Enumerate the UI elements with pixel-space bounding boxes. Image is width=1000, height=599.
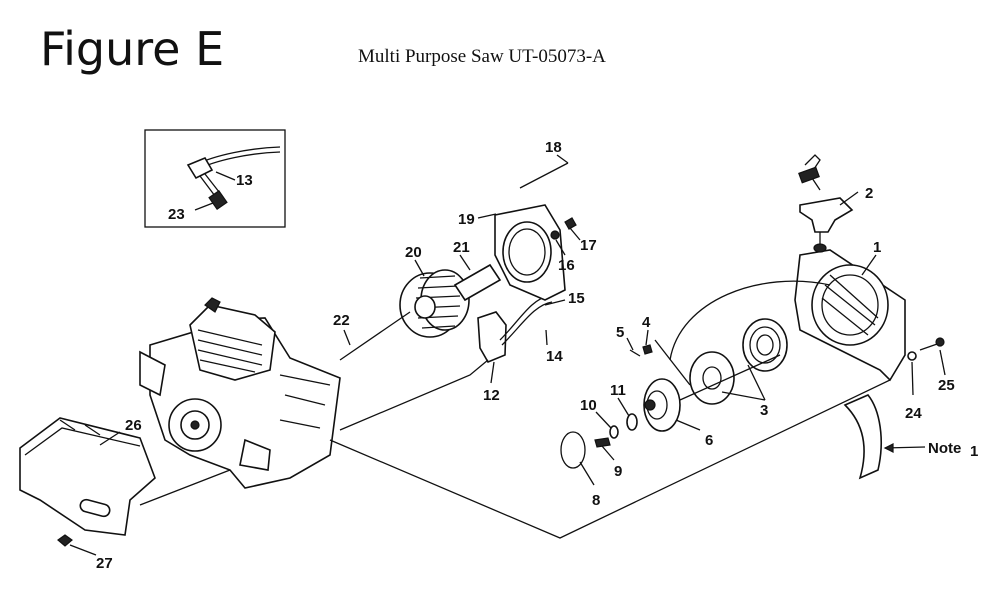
assembly-lines <box>139 311 891 539</box>
note-label: Note <box>928 440 961 457</box>
note-number: 1 <box>970 443 978 460</box>
fan-housing-part <box>494 204 566 301</box>
screw-part-5 <box>629 349 641 357</box>
washer-part-24 <box>907 351 917 361</box>
callout-26: 26 <box>125 417 142 434</box>
callout-9: 9 <box>614 463 622 480</box>
starter-grip-part <box>798 154 854 253</box>
callout-12: 12 <box>483 387 500 404</box>
callout-4: 4 <box>642 314 651 331</box>
callout-labels: 1 2 3 4 5 6 8 9 10 11 12 13 14 15 16 17 … <box>96 139 978 572</box>
callout-21: 21 <box>453 239 470 256</box>
front-guard-part <box>19 417 156 536</box>
ignition-module-part <box>477 294 553 364</box>
diagram-subtitle: Multi Purpose Saw UT-05073-A <box>358 46 606 67</box>
callout-8: 8 <box>592 492 600 509</box>
callout-16: 16 <box>558 257 575 274</box>
bracket-part-21 <box>453 263 502 302</box>
callout-1: 1 <box>873 239 881 256</box>
engine-crankcase-assembly <box>139 297 341 489</box>
ring-part-8 <box>560 431 586 469</box>
screw-part-17 <box>564 217 577 230</box>
flywheel-part <box>399 269 470 338</box>
callout-10: 10 <box>580 397 597 414</box>
callout-2: 2 <box>865 185 873 202</box>
callout-3: 3 <box>760 402 768 419</box>
starter-pulley-part <box>689 318 788 405</box>
callout-15: 15 <box>568 290 585 307</box>
screw-part-16 <box>550 230 560 240</box>
callout-20: 20 <box>405 244 422 261</box>
washer-part-4 <box>642 344 653 355</box>
screw-part-9 <box>594 437 611 448</box>
callout-27: 27 <box>96 555 113 572</box>
figure-title: Figure E <box>40 22 225 76</box>
callout-23: 23 <box>168 206 185 223</box>
callout-13: 13 <box>236 172 253 189</box>
starter-housing-part <box>794 249 906 382</box>
callout-25: 25 <box>938 377 955 394</box>
pawl-plate-part <box>643 378 681 432</box>
note-part <box>843 394 882 480</box>
callout-14: 14 <box>546 348 563 365</box>
callout-18: 18 <box>545 139 562 156</box>
screw-part-18 <box>519 162 569 189</box>
inset-box <box>144 129 286 228</box>
callout-22: 22 <box>333 312 350 329</box>
callout-19: 19 <box>458 211 475 228</box>
nut-part-27 <box>57 534 73 547</box>
leader-lines <box>69 154 946 556</box>
callout-17: 17 <box>580 237 597 254</box>
callout-6: 6 <box>705 432 713 449</box>
callout-24: 24 <box>905 405 922 422</box>
callout-5: 5 <box>616 324 624 341</box>
starter-rope <box>669 280 831 361</box>
washer-part-10 <box>609 425 619 439</box>
bearing-part-11 <box>626 413 638 431</box>
callout-11: 11 <box>610 382 626 399</box>
